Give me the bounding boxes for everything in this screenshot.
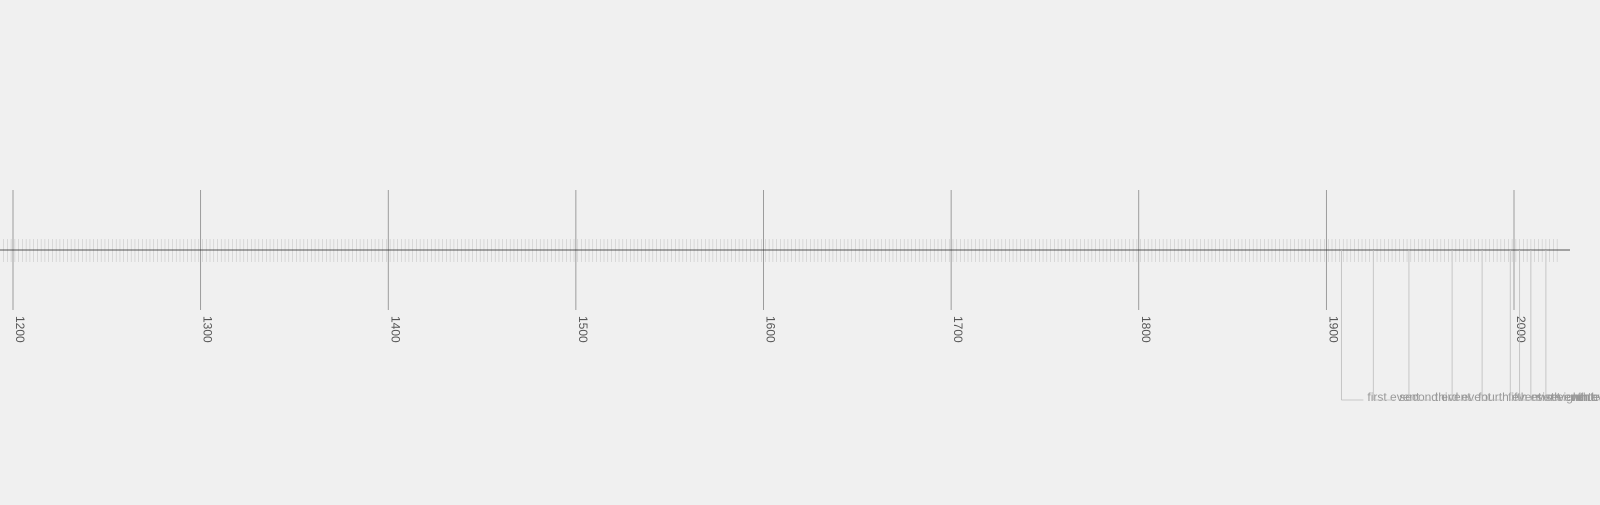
- event-label: second event: [1399, 390, 1471, 404]
- event-marker: third event: [1408, 250, 1492, 404]
- event-label: seventh event: [1546, 390, 1600, 404]
- event-label: third event: [1435, 390, 1492, 404]
- major-tick-label: 1600: [764, 316, 778, 343]
- event-label: first event: [1367, 390, 1420, 404]
- event-marker: eighth event: [1530, 250, 1600, 404]
- event-marker: fifth event: [1481, 250, 1561, 404]
- major-tick-label: 1700: [951, 316, 965, 343]
- major-tick-label: 1400: [388, 316, 402, 343]
- major-tick-label: 1800: [1139, 316, 1153, 343]
- major-tick-label: 1300: [201, 316, 215, 343]
- major-tick-label: 1200: [13, 316, 27, 343]
- minor-ticks-group: [3, 239, 1558, 262]
- event-marker: seventh event: [1519, 250, 1600, 404]
- event-label: sixth event: [1536, 390, 1594, 404]
- event-marker: first event: [1340, 250, 1420, 404]
- major-tick-label: 1500: [576, 316, 590, 343]
- event-marker: second event: [1372, 250, 1471, 404]
- major-ticks-group: 1200 1300 1400 1500 1600 1700 1800 1900 2000: [12, 190, 1528, 343]
- event-label: fifth event: [1508, 390, 1561, 404]
- event-label: eighth event: [1557, 390, 1600, 404]
- major-tick-label: 1900: [1326, 316, 1340, 343]
- major-tick-label: 2000: [1514, 316, 1528, 343]
- event-marker: ninth event: [1545, 250, 1600, 404]
- event-label: ninth event: [1572, 390, 1600, 404]
